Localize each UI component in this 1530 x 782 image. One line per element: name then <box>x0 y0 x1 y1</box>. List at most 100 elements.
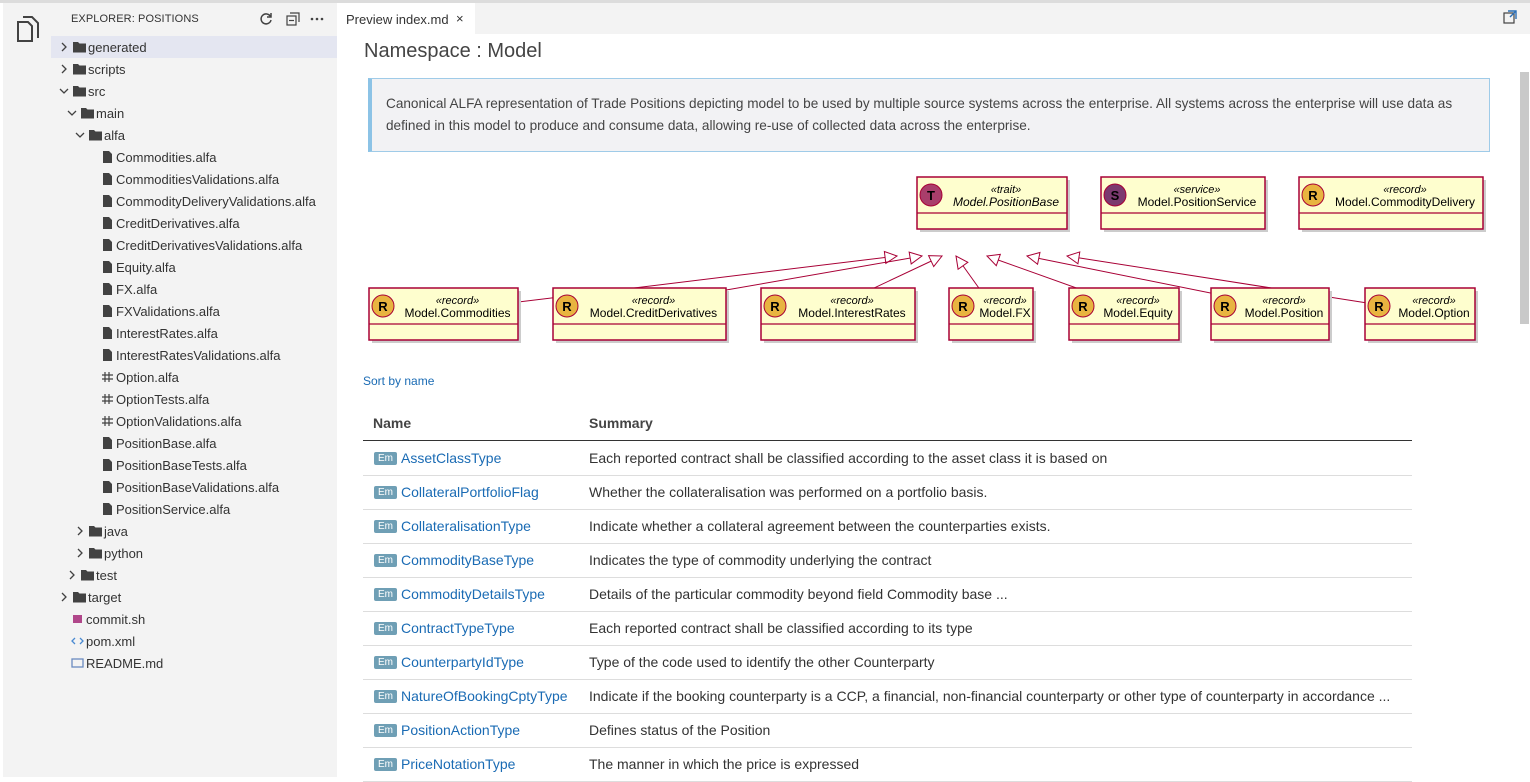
tree-item[interactable]: README.md <box>51 652 337 674</box>
tab-preview-index[interactable]: Preview index.md × <box>337 3 475 34</box>
folder-icon <box>81 570 94 581</box>
enum-badge: Em <box>374 452 397 465</box>
tree-item-label: CommodityDeliveryValidations.alfa <box>116 194 316 209</box>
tree-item-label: main <box>96 106 125 121</box>
tree-item[interactable]: scripts <box>51 58 337 80</box>
chevron-down-icon[interactable] <box>75 130 85 140</box>
enum-badge: Em <box>374 588 397 601</box>
chevron-right-icon[interactable] <box>59 592 69 602</box>
tree-item[interactable]: CommodityDeliveryValidations.alfa <box>51 190 337 212</box>
tree-item[interactable]: src <box>51 80 337 102</box>
tree-item[interactable]: FX.alfa <box>51 278 337 300</box>
type-link[interactable]: CollateralisationType <box>401 518 531 534</box>
tree-item[interactable]: PositionService.alfa <box>51 498 337 520</box>
tree-item[interactable]: target <box>51 586 337 608</box>
type-summary: Each reported contract shall be classifi… <box>589 450 1108 466</box>
tree-item[interactable]: InterestRates.alfa <box>51 322 337 344</box>
tree-item-label: CreditDerivativesValidations.alfa <box>116 238 303 253</box>
type-link[interactable]: ContractTypeType <box>401 620 515 636</box>
tree-item[interactable]: FXValidations.alfa <box>51 300 337 322</box>
tree-item-label: PositionBaseTests.alfa <box>116 458 247 473</box>
class-type-circle <box>763 294 787 318</box>
type-link[interactable]: NatureOfBookingCptyType <box>401 688 568 704</box>
file-icon <box>103 305 112 317</box>
class-name: Model.FX <box>979 306 1030 320</box>
tree-item[interactable]: Commodities.alfa <box>51 146 337 168</box>
explorer-files-icon[interactable] <box>15 15 41 43</box>
chevron-right-icon[interactable] <box>75 548 85 558</box>
type-link[interactable]: AssetClassType <box>401 450 502 466</box>
class-type-letter: R <box>1308 188 1318 203</box>
tree-item[interactable]: CommoditiesValidations.alfa <box>51 168 337 190</box>
collapse-all-icon[interactable] <box>285 11 301 27</box>
chevron-right-icon[interactable] <box>59 42 69 52</box>
type-link[interactable]: CounterpartyIdType <box>401 654 524 670</box>
type-link[interactable]: CommodityDetailsType <box>401 586 545 602</box>
tree-item[interactable]: alfa <box>51 124 337 146</box>
tree-item[interactable]: PositionBase.alfa <box>51 432 337 454</box>
chevron-right-icon[interactable] <box>67 570 77 580</box>
explorer-title: EXPLORER: POSITIONS <box>71 13 199 25</box>
tab-close-icon[interactable]: × <box>456 11 464 26</box>
tree-item-label: Commodities.alfa <box>116 150 217 165</box>
sort-by-name-link[interactable]: Sort by name <box>363 374 435 388</box>
folder-icon <box>73 592 86 603</box>
tree-item[interactable]: PositionBaseTests.alfa <box>51 454 337 476</box>
tree-item[interactable]: CreditDerivatives.alfa <box>51 212 337 234</box>
tree-item[interactable]: OptionTests.alfa <box>51 388 337 410</box>
tree-item-label: OptionTests.alfa <box>116 392 210 407</box>
class-stereotype: «service» <box>1173 184 1220 196</box>
type-link[interactable]: CommodityBaseType <box>401 552 535 568</box>
type-summary: The manner in which the price is express… <box>589 756 860 772</box>
tree-item-label: FXValidations.alfa <box>116 304 220 319</box>
tree-item[interactable]: generated <box>51 36 337 58</box>
tree-item[interactable]: PositionBaseValidations.alfa <box>51 476 337 498</box>
tree-item-label: PositionBaseValidations.alfa <box>116 480 280 495</box>
scrollbar-thumb[interactable] <box>1520 72 1529 324</box>
refresh-icon[interactable] <box>258 11 274 27</box>
class-box <box>1298 176 1484 230</box>
tree-item[interactable]: commit.sh <box>51 608 337 630</box>
chevron-down-icon[interactable] <box>67 108 77 118</box>
tree-item[interactable]: test <box>51 564 337 586</box>
tree-item[interactable]: InterestRatesValidations.alfa <box>51 344 337 366</box>
class-stereotype: «trait» <box>991 184 1022 196</box>
xml-file-icon <box>71 637 84 645</box>
class-type-letter: R <box>562 299 572 314</box>
tree-item[interactable]: main <box>51 102 337 124</box>
open-source-icon[interactable] <box>1503 10 1517 24</box>
tree-item[interactable]: python <box>51 542 337 564</box>
tree-item[interactable]: OptionValidations.alfa <box>51 410 337 432</box>
enum-badge: Em <box>374 622 397 635</box>
tree-item-label: CommoditiesValidations.alfa <box>116 172 280 187</box>
class-stereotype: «record» <box>1412 295 1455 307</box>
type-link[interactable]: CollateralPortfolioFlag <box>401 484 539 500</box>
header-divider <box>363 440 1412 441</box>
tree-item[interactable]: CreditDerivativesValidations.alfa <box>51 234 337 256</box>
class-type-circle <box>555 294 579 318</box>
type-summary: Indicate whether a collateral agreement … <box>589 518 1051 534</box>
preview-scrollbar[interactable] <box>1519 34 1530 777</box>
tree-item-label: PositionService.alfa <box>116 502 231 517</box>
type-link[interactable]: PriceNotationType <box>401 756 516 772</box>
tree-item[interactable]: Option.alfa <box>51 366 337 388</box>
tree-item[interactable]: java <box>51 520 337 542</box>
chevron-right-icon[interactable] <box>75 526 85 536</box>
tree-item[interactable]: pom.xml <box>51 630 337 652</box>
chevron-right-icon[interactable] <box>59 64 69 74</box>
shell-file-icon <box>73 615 82 623</box>
type-link[interactable]: PositionActionType <box>401 722 521 738</box>
column-header-summary: Summary <box>589 415 653 431</box>
class-stereotype: «record» <box>830 295 873 307</box>
tree-item[interactable]: Equity.alfa <box>51 256 337 278</box>
more-actions-icon[interactable] <box>309 11 325 27</box>
class-box <box>368 287 519 341</box>
class-box <box>552 287 727 341</box>
class-type-circle <box>1213 294 1237 318</box>
hash-file-icon <box>102 372 113 382</box>
tree-item-label: CreditDerivatives.alfa <box>116 216 240 231</box>
explorer-header: EXPLORER: POSITIONS <box>51 3 337 35</box>
class-box <box>760 287 916 341</box>
chevron-down-icon[interactable] <box>59 86 69 96</box>
